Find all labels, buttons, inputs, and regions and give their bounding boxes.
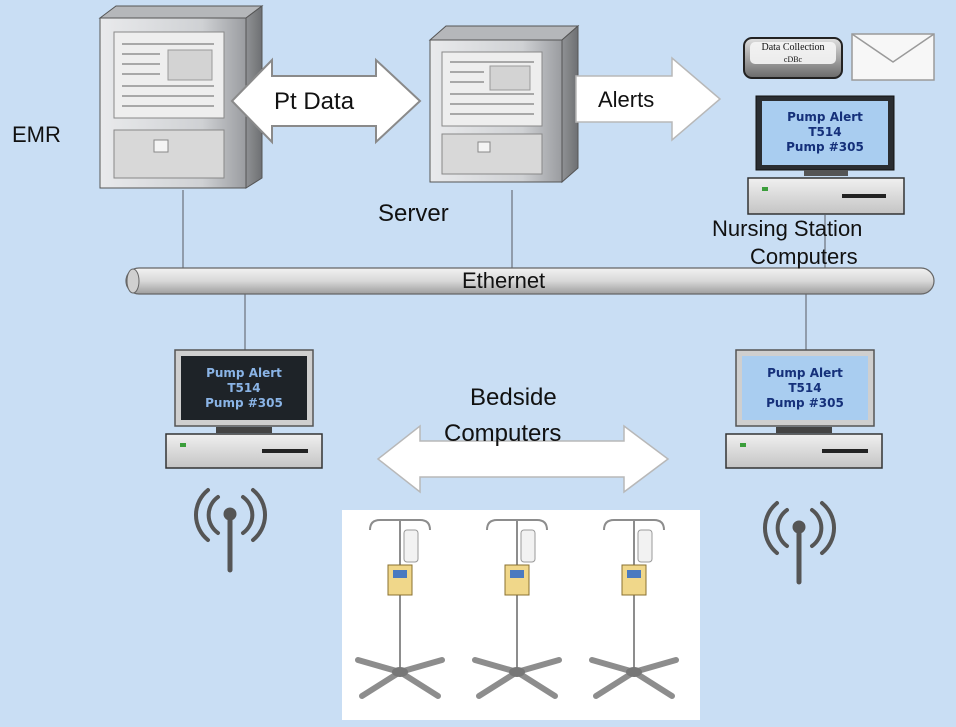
bedside-computer-left-icon	[165, 349, 323, 469]
ethernet-label: Ethernet	[462, 268, 546, 293]
nursing-station-label-line2: Computers	[750, 244, 858, 269]
connector-lines	[182, 190, 826, 352]
alerts-arrow	[575, 56, 722, 142]
pt-data-arrow	[230, 57, 422, 145]
alert-line1: Pump Alert	[206, 366, 282, 380]
iv-pump-icon	[355, 519, 445, 699]
data-collection-label-line1: Data Collection	[761, 42, 825, 53]
envelope-icon	[851, 33, 935, 81]
alert-line3: Pump #305	[766, 396, 844, 410]
wireless-antenna-left-icon	[194, 488, 267, 573]
bedside-right-screen-text: Pump Alert T514 Pump #305	[742, 366, 868, 411]
nursing-station-computer-icon	[747, 95, 905, 215]
nursing-station-label-line1: Nursing Station	[712, 216, 863, 241]
bedside-label-line1: Bedside	[470, 384, 557, 411]
ethernet-bus	[125, 267, 935, 295]
alert-line2: T514	[788, 381, 822, 395]
bedside-arrow	[376, 424, 670, 494]
bedside-computer-right-icon	[725, 349, 883, 469]
data-collection-icon	[743, 37, 843, 79]
bedside-label-line2: Computers	[444, 420, 562, 447]
server-icon	[428, 24, 580, 184]
data-collection-label: Data Collection cDBc	[744, 42, 842, 66]
alert-line1: Pump Alert	[787, 110, 863, 124]
iv-pump-icon	[589, 519, 679, 699]
wireless-antenna-right-icon	[763, 501, 836, 585]
data-collection-label-line2: cDBc	[783, 55, 803, 64]
server-label: Server	[378, 200, 449, 227]
emr-label: EMR	[12, 122, 61, 147]
alerts-label: Alerts	[598, 87, 655, 112]
nursing-station-screen-text: Pump Alert T514 Pump #305	[762, 110, 888, 155]
alert-line2: T514	[227, 381, 261, 395]
alert-line2: T514	[808, 125, 842, 139]
alert-line3: Pump #305	[786, 140, 864, 154]
alert-line1: Pump Alert	[767, 366, 843, 380]
bedside-left-screen-text: Pump Alert T514 Pump #305	[181, 366, 307, 411]
alert-line3: Pump #305	[205, 396, 283, 410]
pt-data-label: Pt Data	[274, 88, 355, 115]
iv-pump-icon	[472, 519, 562, 699]
